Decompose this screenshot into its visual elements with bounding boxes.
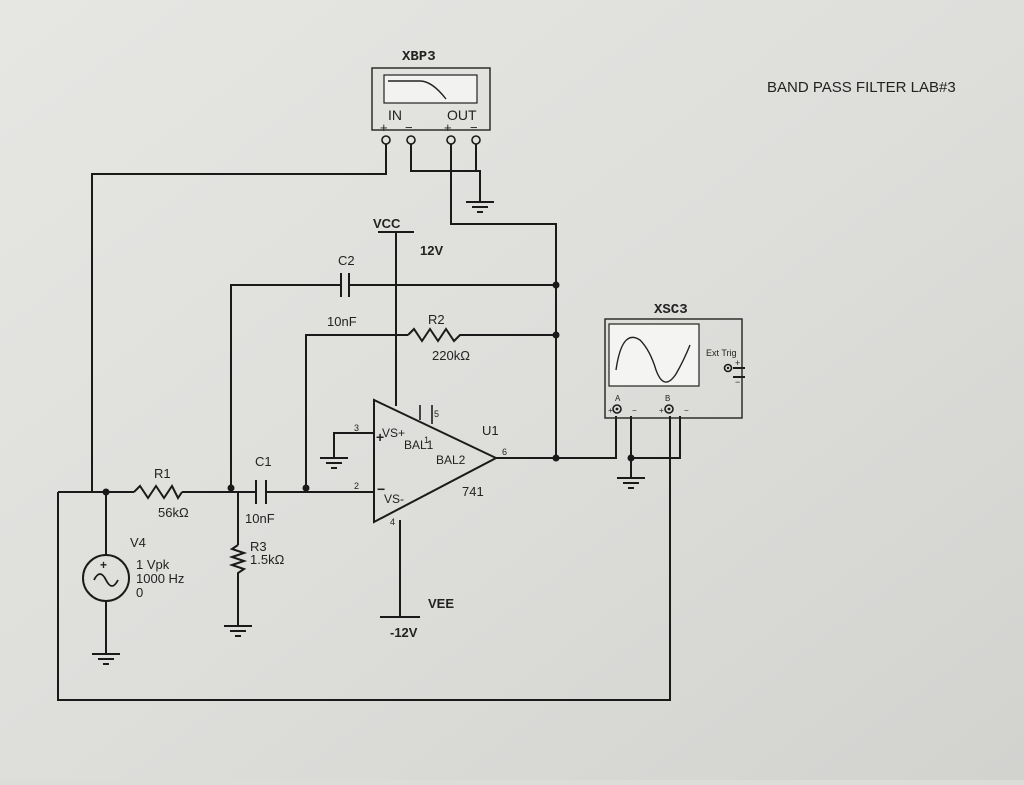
channel-a-plus: + [608, 406, 613, 415]
opamp-vs-pos: VS+ [382, 426, 405, 440]
ext-trig-minus: − [735, 377, 740, 387]
channel-a-label: A [615, 394, 621, 403]
vcc-value: 12V [420, 243, 443, 258]
v4-plus: + [100, 558, 107, 572]
opamp-bal2: BAL2 [436, 453, 466, 467]
vcc-supply: VCC 12V [373, 216, 443, 258]
pin-3: 3 [354, 423, 359, 433]
r1-name: R1 [154, 466, 171, 481]
oscilloscope-name: XSC3 [654, 302, 688, 318]
r1-value: 56kΩ [158, 505, 189, 520]
bode-plotter-screen [383, 74, 478, 104]
pin-1: 1 [424, 435, 429, 445]
capacitor-c2[interactable]: C2 10nF [327, 253, 357, 329]
pin-2: 2 [354, 481, 359, 491]
vcc-name: VCC [373, 216, 401, 231]
sine-icon [93, 573, 119, 587]
opamp-plus: + [376, 429, 384, 445]
ground-symbol-opamp [320, 457, 348, 469]
resistor-r3[interactable]: R3 1.5kΩ [228, 539, 285, 576]
bode-plotter-name: XBP3 [402, 49, 436, 65]
ground-symbol-v4 [92, 653, 120, 665]
pin-5: 5 [434, 409, 439, 419]
r2-value: 220kΩ [432, 348, 470, 363]
c2-name: C2 [338, 253, 355, 268]
channel-b-minus: − [684, 406, 689, 415]
junction-dots [102, 281, 635, 496]
r3-value: 1.5kΩ [250, 552, 285, 567]
opamp-vs-neg: VS- [384, 492, 404, 506]
oscilloscope-screen [608, 323, 700, 387]
vee-supply: VEE -12V [380, 596, 454, 640]
bode-curve-icon [388, 80, 447, 100]
c2-value: 10nF [327, 314, 357, 329]
bode-in-minus: − [405, 120, 413, 135]
r3-name: R3 [250, 539, 267, 554]
v4-name: V4 [130, 535, 146, 550]
bode-out-plus: + [444, 120, 452, 135]
channel-a-terminal[interactable] [612, 404, 622, 414]
bode-in-label: IN [388, 107, 402, 123]
channel-b-label: B [665, 394, 670, 403]
waveform-icon [615, 336, 691, 383]
capacitor-c1[interactable]: C1 10nF [245, 454, 275, 526]
opamp-bal1: BAL1 [404, 438, 434, 452]
pin-4: 4 [390, 517, 395, 527]
pin-6: 6 [502, 447, 507, 457]
ext-trig-plus: + [735, 358, 740, 368]
c1-value: 10nF [245, 511, 275, 526]
ground-symbol-scope [617, 477, 645, 489]
channel-b-plus: + [659, 406, 664, 415]
opamp-u1[interactable]: U1 741 VS+ VS- BAL1 BAL2 + − 3 2 6 4 5 1 [354, 398, 507, 527]
v4-amplitude: 1 Vpk [136, 557, 170, 572]
channel-b-terminal[interactable] [664, 404, 674, 414]
v4-phase: 0 [136, 585, 143, 600]
bode-in-plus: + [380, 120, 388, 135]
c1-name: C1 [255, 454, 272, 469]
vee-name: VEE [428, 596, 454, 611]
ext-trig-label: Ext Trig [706, 348, 737, 358]
opamp-minus: − [377, 481, 385, 497]
vee-value: -12V [390, 625, 418, 640]
bode-plotter: XBP3 IN OUT + − + − [371, 49, 491, 145]
opamp-part: 741 [462, 484, 484, 499]
bode-out-label: OUT [447, 107, 477, 123]
opamp-name: U1 [482, 423, 499, 438]
r2-name: R2 [428, 312, 445, 327]
ground-symbol-r3 [224, 625, 252, 637]
oscilloscope: XSC3 Ext Trig + − A B + − + − [604, 302, 743, 419]
v4-frequency: 1000 Hz [136, 571, 184, 586]
ac-source-v4[interactable]: + V4 1 Vpk 1000 Hz 0 [82, 535, 184, 602]
resistor-r2[interactable]: R2 220kΩ [407, 312, 470, 363]
channel-a-minus: − [632, 406, 637, 415]
resistor-r1[interactable]: R1 56kΩ [133, 466, 189, 520]
ext-trig-terminal[interactable] [723, 363, 733, 373]
bode-out-minus: − [470, 120, 478, 135]
wires [57, 144, 745, 701]
page-title: BAND PASS FILTER LAB#3 [767, 79, 956, 96]
